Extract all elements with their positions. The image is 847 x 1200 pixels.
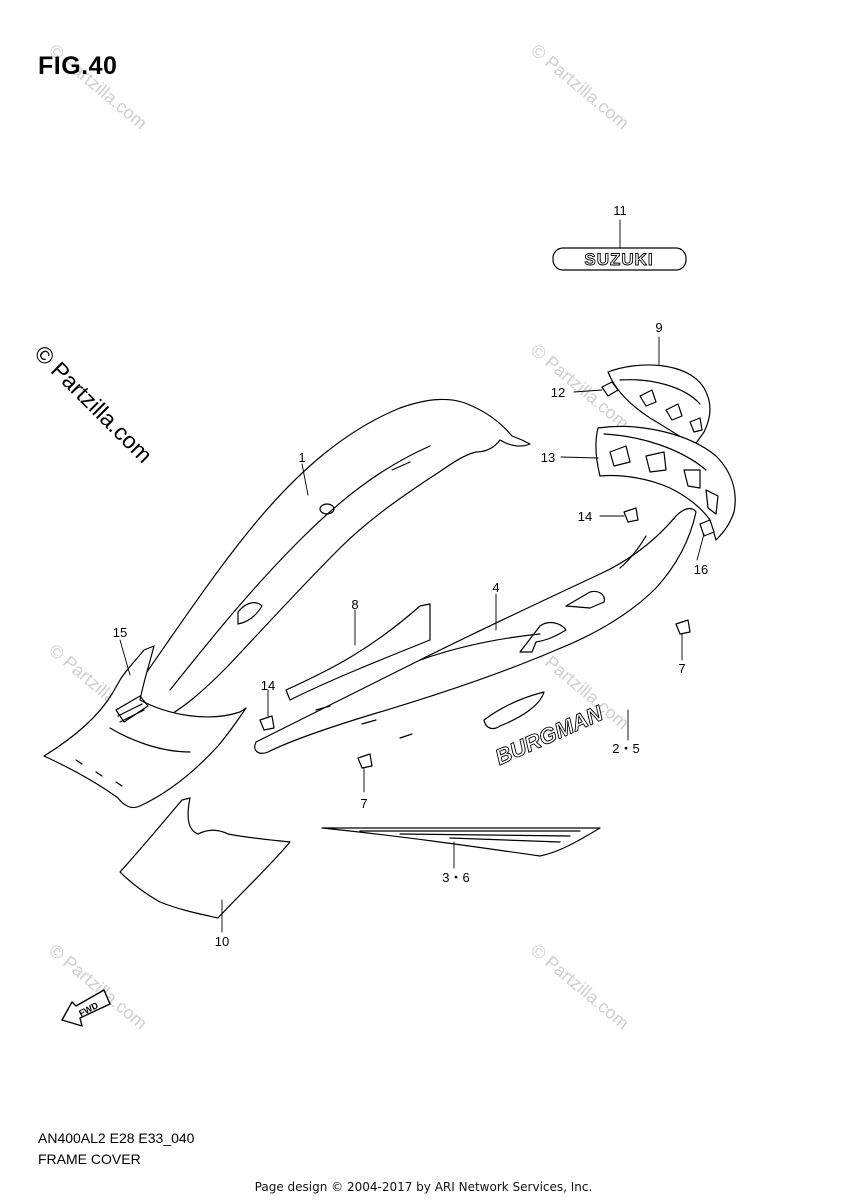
part-10-emblem: SUZUKI xyxy=(552,247,687,271)
leader-lines xyxy=(119,219,705,933)
fastener-14-right xyxy=(623,507,639,523)
callout-2-5: 2・5 xyxy=(612,741,639,756)
part-15-front-cover xyxy=(43,645,247,809)
page-credit: Page design © 2004-2017 by ARI Network S… xyxy=(254,1180,593,1194)
callout-3-6: 3・6 xyxy=(442,870,469,885)
model-code: AN400AL2 E28 E33_040 xyxy=(38,1130,195,1146)
callout-8: 8 xyxy=(351,597,358,612)
fwd-arrow-icon: FWD xyxy=(61,989,111,1027)
section-name: FRAME COVER xyxy=(38,1151,141,1167)
part-3-6-stripe-decal xyxy=(321,827,601,857)
callout-9: 9 xyxy=(655,320,662,335)
burgman-emblem-text: BURGMAN xyxy=(491,700,607,770)
callout-numbers: 11 9 12 13 1 14 16 4 8 15 7 14 2・5 7 3・6… xyxy=(113,203,708,949)
callout-13: 10 xyxy=(215,934,229,949)
callout-10: 11 xyxy=(613,203,627,218)
callout-1: 1 xyxy=(298,450,305,465)
part-2-5-burgman-emblem: BURGMAN xyxy=(491,699,608,770)
part-1-frame-cover-left xyxy=(131,398,531,717)
suzuki-emblem-text: SUZUKI xyxy=(584,250,653,269)
callout-7-lower: 7 xyxy=(360,796,367,811)
callout-15: 15 xyxy=(113,625,127,640)
part-12-center-cover xyxy=(595,425,736,541)
fastener-14-left xyxy=(259,715,275,731)
callout-4: 4 xyxy=(492,580,499,595)
figure-title: FIG.40 xyxy=(38,52,118,80)
part-8-trim-strip xyxy=(285,603,431,701)
callout-16: 16 xyxy=(694,562,708,577)
part-13-lower-panel xyxy=(119,797,291,919)
callout-14-left: 14 xyxy=(261,678,275,693)
callout-14-right: 14 xyxy=(578,509,592,524)
part-4-frame-cover-lower xyxy=(254,507,697,754)
fastener-7-right xyxy=(675,619,691,635)
part-16-clip xyxy=(699,519,715,537)
part-11-clip xyxy=(601,381,619,397)
callout-11: 12 xyxy=(551,385,565,400)
fastener-7-lower xyxy=(357,753,373,769)
callout-12: 13 xyxy=(541,450,555,465)
callout-7-right: 7 xyxy=(678,661,685,676)
part-9-rear-cap xyxy=(607,364,711,447)
